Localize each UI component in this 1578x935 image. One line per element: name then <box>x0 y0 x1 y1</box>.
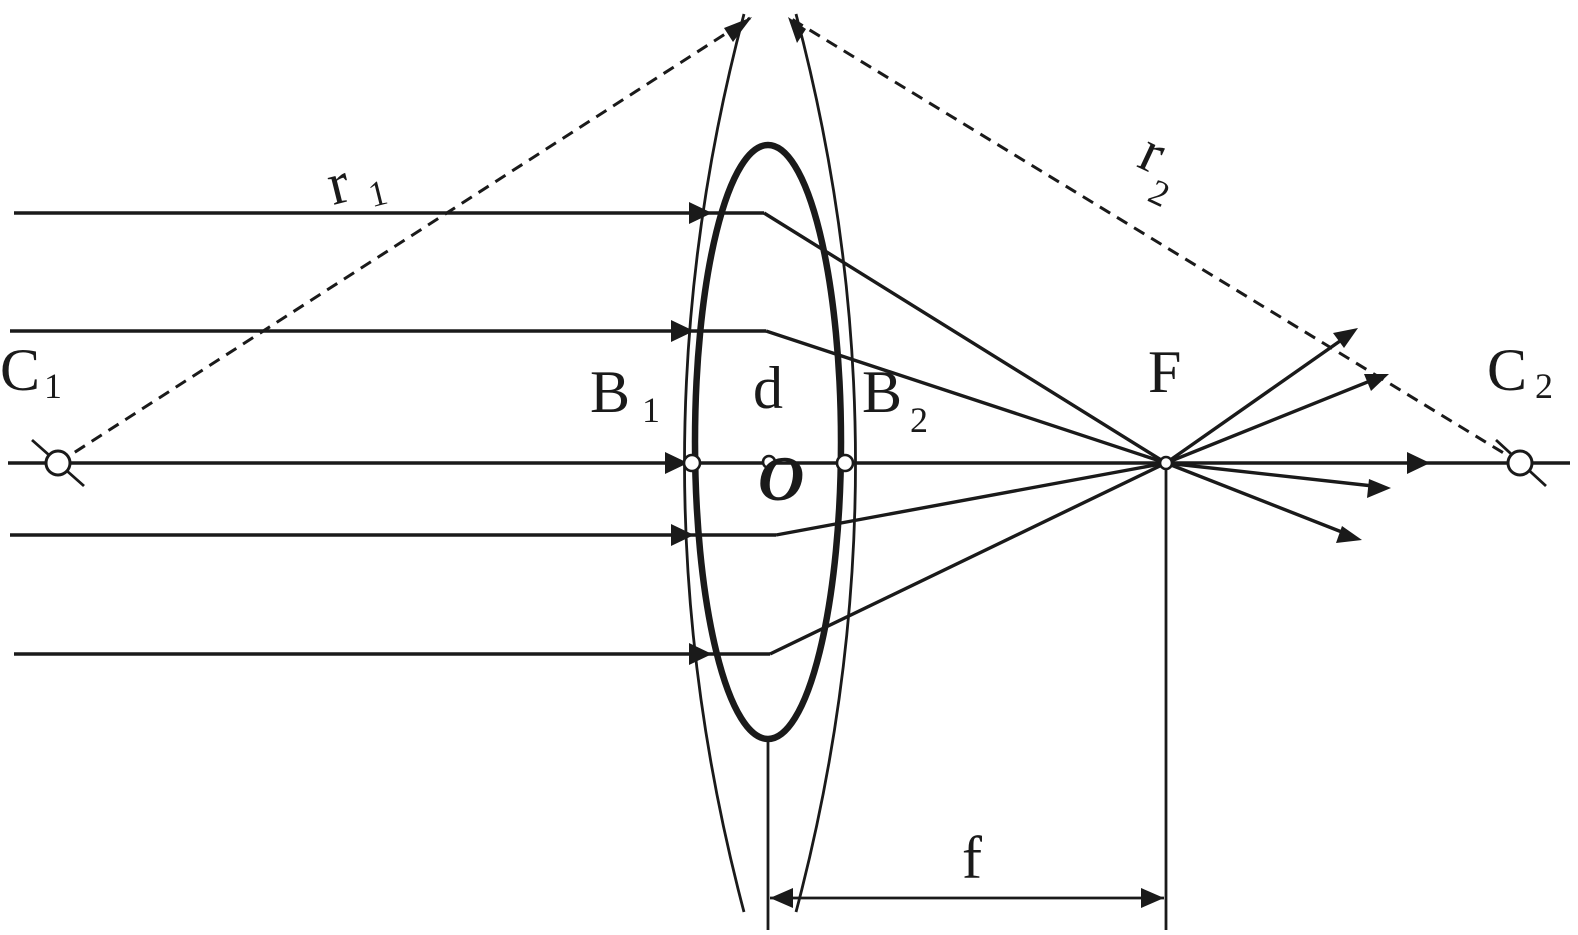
axis-arrowhead <box>1407 452 1430 474</box>
r1-arrowhead <box>724 17 752 42</box>
r1-subscript: 1 <box>364 172 391 215</box>
f-point <box>1158 455 1174 471</box>
outgoing-rays <box>1165 328 1391 543</box>
c1-subscript: 1 <box>44 366 62 406</box>
r2-arrowhead <box>788 17 806 43</box>
out-ray-1-arrowhead <box>1333 328 1358 348</box>
f-arrow-right <box>1141 888 1164 908</box>
c2-label: C <box>1487 337 1527 403</box>
o-point <box>761 454 777 470</box>
f-point-label: F <box>1148 339 1181 405</box>
c1-label: C <box>0 337 40 403</box>
b2-label: B <box>862 359 902 425</box>
out-ray-2-arrowhead <box>1364 374 1389 391</box>
c2-point <box>1495 438 1547 488</box>
b1-point <box>682 453 702 473</box>
b2-subscript: 2 <box>910 400 928 440</box>
radius-r2-line <box>789 16 1521 465</box>
out-ray-4 <box>1165 461 1353 538</box>
r1-label: r <box>320 149 355 218</box>
f-length-label: f <box>962 825 982 891</box>
axis-arrowhead-lens <box>665 452 688 474</box>
ray-3-arrowhead <box>671 524 694 546</box>
out-ray-3-arrowhead <box>1367 479 1391 498</box>
incoming-rays <box>10 202 1167 665</box>
ray-2-arrowhead <box>671 320 694 342</box>
out-ray-1 <box>1165 332 1351 465</box>
o-label: O <box>758 443 804 514</box>
ray-2-refracted <box>765 329 1167 465</box>
c1-point <box>31 438 85 488</box>
ray-4-refracted <box>769 461 1167 656</box>
radius-r1-line <box>57 16 751 465</box>
ray-1-arrowhead <box>689 202 712 224</box>
lens-body <box>691 141 845 743</box>
out-ray-3 <box>1165 461 1383 489</box>
ray-3-refracted <box>775 461 1167 537</box>
c2-subscript: 2 <box>1535 366 1553 406</box>
b1-label: B <box>590 359 630 425</box>
ray-4-arrowhead <box>689 643 712 665</box>
b1-subscript: 1 <box>642 390 660 430</box>
ray-1-refracted <box>763 211 1167 465</box>
out-ray-4-arrowhead <box>1336 526 1362 543</box>
b2-point <box>835 453 855 473</box>
d-label: d <box>753 355 783 421</box>
f-arrow-left <box>770 888 793 908</box>
out-ray-2 <box>1165 375 1381 465</box>
lens-right-arc <box>794 13 857 913</box>
